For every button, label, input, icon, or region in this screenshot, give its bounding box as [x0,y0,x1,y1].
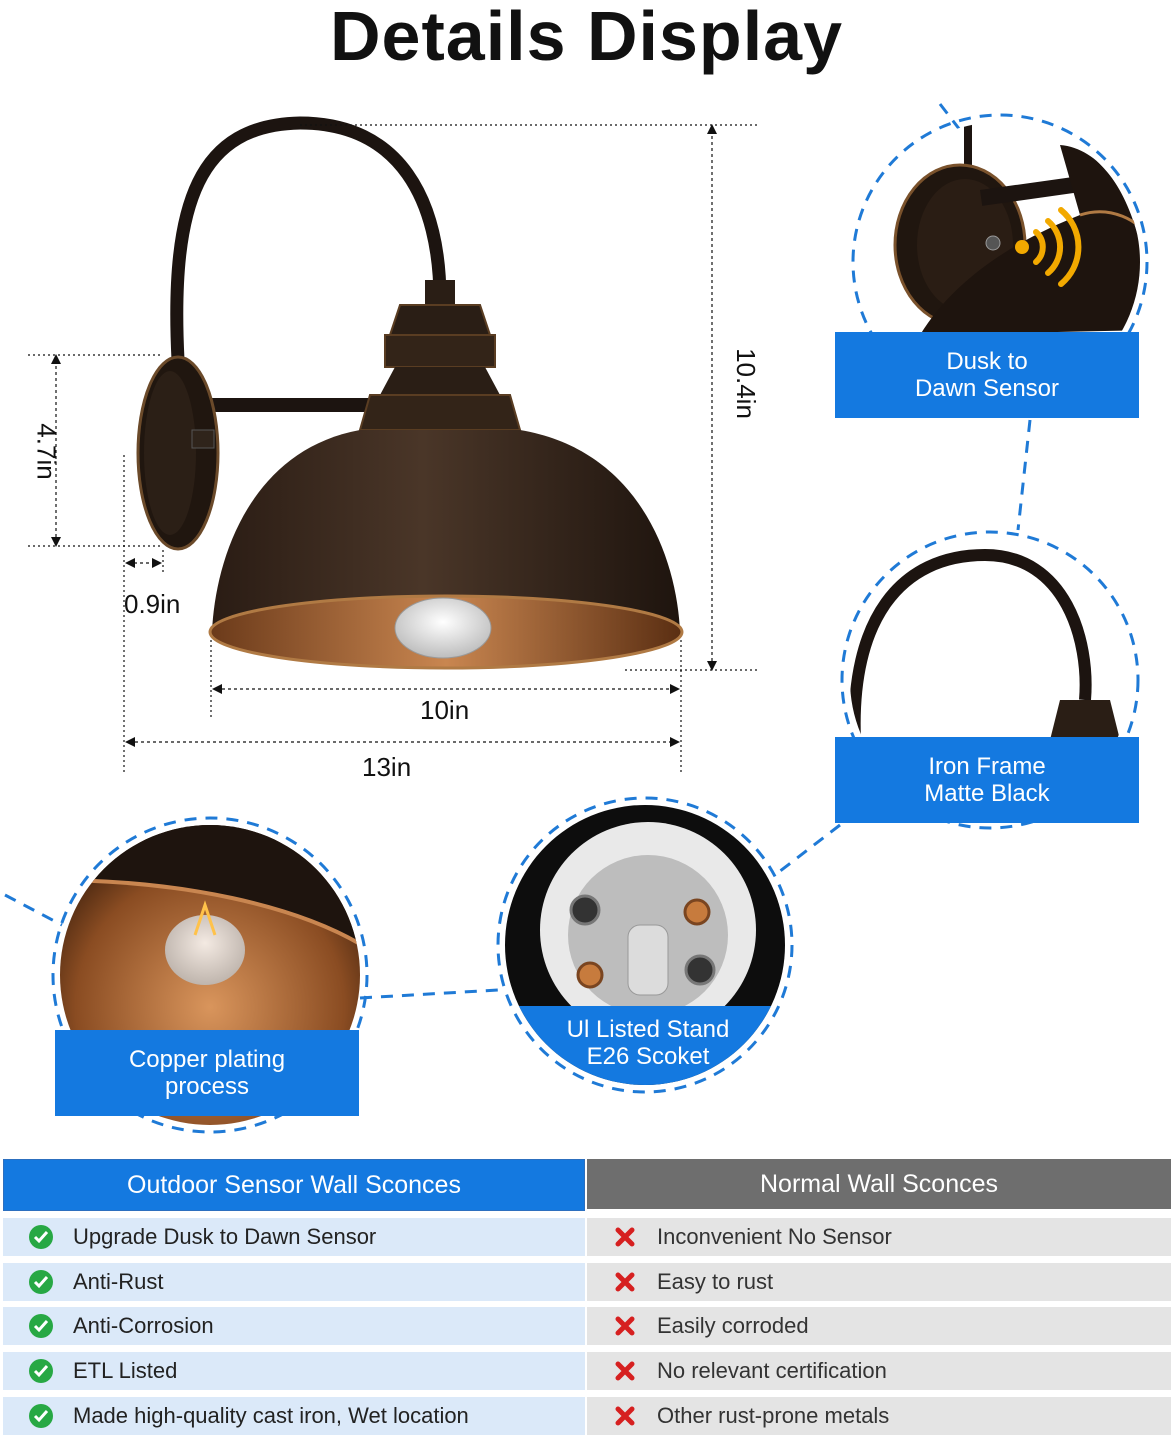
dimension-shade-width: 10in [420,695,470,725]
dimension-height-total: 10.4in [730,348,761,419]
comparison-row: Anti-Rust [3,1263,585,1301]
comparison-row: Easy to rust [587,1263,1171,1301]
comparison-row: Inconvenient No Sensor [587,1218,1171,1256]
comparison-column-normal: Normal Wall Sconces Inconvenient No Sens… [587,1159,1171,1435]
comparison-row: Made high-quality cast iron, Wet locatio… [3,1397,585,1435]
callout-frame: Iron Frame Matte Black [835,737,1139,823]
dimension-backplate-depth: 0.9in [124,589,181,619]
check-icon [29,1270,53,1294]
comparison-item-text: Anti-Corrosion [73,1313,214,1338]
callout-sensor-line2: Dawn Sensor [914,375,1060,402]
main-lamp [136,116,684,670]
comparison-item-text: Made high-quality cast iron, Wet locatio… [73,1403,469,1428]
sensor-wave-icon [1015,207,1082,287]
cross-icon [615,1272,635,1292]
comparison-item-text: Other rust-prone metals [657,1403,890,1428]
callout-copper: Copper plating process [55,1030,359,1116]
product-illustration [4,103,1149,1134]
callout-sensor-line1: Dusk to [946,348,1028,375]
comparison-row: ETL Listed [3,1352,585,1390]
comparison-item-text: Easily corroded [657,1313,809,1338]
comparison-header-normal: Normal Wall Sconces [587,1159,1171,1209]
comparison-row: Upgrade Dusk to Dawn Sensor [3,1218,585,1256]
check-icon [29,1225,53,1249]
comparison-column-sensor: Outdoor Sensor Wall Sconces Upgrade Dusk… [3,1159,585,1435]
callout-socket-line1: Ul Listed Stand [566,1016,730,1043]
callout-sensor: Dusk to Dawn Sensor [835,332,1139,418]
comparison-item-text: Anti-Rust [73,1269,164,1294]
cross-icon [615,1316,635,1336]
comparison-item-text: Upgrade Dusk to Dawn Sensor [73,1224,377,1249]
callout-copper-line1: Copper plating [128,1046,286,1073]
check-icon [29,1314,53,1338]
connector-lines [4,103,1149,1134]
comparison-row: No relevant certification [587,1352,1171,1390]
dimension-arrows [51,124,717,747]
comparison-row: Anti-Corrosion [3,1307,585,1345]
comparison-header-sensor: Outdoor Sensor Wall Sconces [3,1159,585,1211]
comparison-item-text: No relevant certification [657,1358,887,1383]
comparison-item-text: Inconvenient No Sensor [657,1224,892,1249]
dimension-backplate-height: 4.7in [31,423,62,480]
comparison-item-text: Easy to rust [657,1269,774,1294]
callout-socket-line2: E26 Scoket [586,1043,710,1070]
cross-icon [615,1361,635,1381]
callout-frame-line1: Iron Frame [928,753,1046,780]
comparison-item-text: ETL Listed [73,1358,178,1383]
cross-icon [615,1406,635,1426]
comparison-row: Other rust-prone metals [587,1397,1171,1435]
check-icon [29,1359,53,1383]
dimension-lines [28,124,760,775]
cross-icon [615,1227,635,1247]
dimension-total-length: 13in [362,752,412,782]
comparison-row: Easily corroded [587,1307,1171,1345]
socket-detail-image [505,805,785,1085]
page-title: Details Display [330,0,843,75]
callout-frame-line2: Matte Black [924,780,1050,807]
callout-copper-line2: process [164,1073,250,1100]
check-icon [29,1404,53,1428]
callout-socket: Ul Listed Stand E26 Scoket [535,1016,761,1070]
